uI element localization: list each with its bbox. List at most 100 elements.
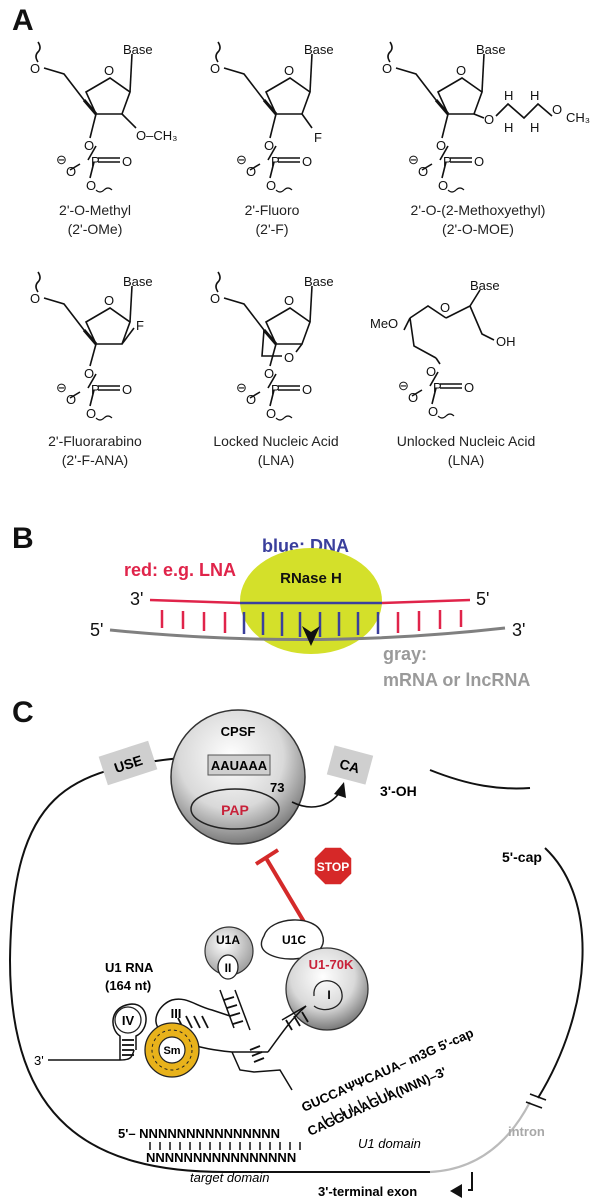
s4-wavy — [95, 415, 113, 421]
s3-h4: H — [530, 120, 539, 135]
s5-name: Locked Nucleic Acid — [213, 433, 338, 449]
s6-abbr: (LNA) — [448, 452, 485, 468]
s3-o-ether: O — [552, 102, 562, 117]
cleavage-arrowhead-c — [334, 782, 346, 798]
s3-ob: O — [438, 178, 448, 193]
s3-5o: O — [382, 61, 392, 76]
sm-label: Sm — [163, 1045, 180, 1057]
u1a-label: U1A — [216, 933, 240, 947]
s3-abbr: (2'-O-MOE) — [442, 221, 514, 237]
structure-una — [403, 289, 495, 405]
s5-ring-o: O — [284, 293, 294, 308]
s3-base: Base — [476, 42, 506, 57]
s3-2o: O — [484, 112, 494, 127]
structure-2f — [215, 41, 313, 179]
blue-ticks — [242, 612, 380, 637]
s4-f: F — [136, 318, 144, 333]
s1-och3: O–CH₃ — [136, 128, 177, 143]
premrna-top-right — [429, 769, 531, 790]
s3-h1: H — [504, 88, 513, 103]
s4-base: Base — [123, 274, 153, 289]
intron-gray — [429, 1101, 531, 1174]
terminal-exon-label: 3'-terminal exon — [318, 1184, 417, 1199]
s1-om: O — [66, 164, 76, 179]
s6-oh: OH — [496, 334, 516, 349]
s6-minus: ⊖ — [398, 378, 409, 393]
sm-ring-inner — [151, 1029, 193, 1071]
s1-eqo: O — [122, 154, 132, 169]
s6-wavy — [437, 413, 455, 419]
s3-wavy — [447, 187, 465, 193]
intron-break — [525, 1093, 547, 1109]
s5-bridge-o: O — [284, 350, 294, 365]
ca-box — [326, 745, 374, 785]
u1-duplex-rungs — [321, 1087, 390, 1125]
s6-base: Base — [470, 278, 500, 293]
s1-p: P — [91, 154, 100, 169]
s6-ring-o: O — [440, 300, 450, 315]
u1-three-prime: 3' — [34, 1053, 44, 1068]
cpsf-label: CPSF — [221, 724, 256, 739]
roman-i: I — [327, 988, 330, 1002]
s2-eqo: O — [302, 154, 312, 169]
s4-p: P — [91, 382, 100, 397]
s4-ring-o: O — [104, 293, 114, 308]
s2-ring-o: O — [284, 63, 294, 78]
s5-ob: O — [266, 406, 276, 421]
s2-5o: O — [210, 61, 220, 76]
cleavage-arrowhead — [302, 626, 320, 646]
top-strand-red-right — [381, 598, 471, 605]
s4-abbr: (2'-F-ANA) — [62, 452, 128, 468]
stop-sign — [313, 846, 353, 886]
s6-ob: O — [428, 404, 438, 419]
top-5prime: 5' — [476, 589, 489, 609]
s1-ring-o: O — [104, 63, 114, 78]
s2-p: P — [271, 154, 280, 169]
cpsf-sphere — [170, 709, 306, 845]
target-duplex-rungs — [149, 1142, 301, 1150]
cleavage-arrow — [291, 791, 341, 808]
s2-abbr: (2'-F) — [256, 221, 289, 237]
u1rna-label-2: (164 nt) — [105, 978, 151, 993]
three-oh-label: 3'-OH — [380, 783, 417, 799]
s1-name: 2'-O-Methyl — [59, 202, 131, 218]
aauaaa-label: AAUAAA — [211, 758, 268, 773]
premrna-left-arc — [8, 757, 430, 1173]
premrna-5cap-curve — [537, 847, 584, 1099]
s2-f: F — [314, 130, 322, 145]
u1rna-label-1: U1 RNA — [105, 960, 154, 975]
inhibition-bar — [254, 848, 280, 866]
s5-abbr: (LNA) — [258, 452, 295, 468]
u1-domain-label: U1 domain — [358, 1136, 421, 1151]
roman-iv: IV — [122, 1013, 135, 1028]
s2-minus: ⊖ — [236, 152, 247, 167]
s2-base: Base — [304, 42, 334, 57]
structure-2ome — [35, 41, 137, 179]
s2-wavy — [275, 187, 293, 193]
s4-eqo: O — [122, 382, 132, 397]
stemloop-iv — [114, 1006, 142, 1034]
legend-gray-2: mRNA or lncRNA — [383, 670, 530, 690]
s6-om: O — [408, 390, 418, 405]
s3-eqo: O — [474, 154, 484, 169]
s3-h2: H — [504, 120, 513, 135]
s3-minus: ⊖ — [408, 152, 419, 167]
five-cap-label: 5'-cap — [502, 849, 542, 865]
s4-5o: O — [30, 291, 40, 306]
rnase-h-label: RNase H — [280, 570, 342, 587]
legend-gray-1: gray: — [383, 644, 427, 664]
s1-3o: O — [84, 138, 94, 153]
roman-iii: III — [171, 1006, 182, 1021]
s3-ch3: CH₃ — [566, 110, 590, 125]
red-ticks-left — [160, 610, 227, 633]
s3-om: O — [418, 164, 428, 179]
s4-ob: O — [86, 406, 96, 421]
stop-label: STOP — [317, 860, 349, 874]
s5-om: O — [246, 392, 256, 407]
u1-stem-rungs — [122, 996, 309, 1063]
s2-ob: O — [266, 178, 276, 193]
s4-minus: ⊖ — [56, 380, 67, 395]
s4-om: O — [66, 392, 76, 407]
structure-2fana — [35, 271, 135, 407]
